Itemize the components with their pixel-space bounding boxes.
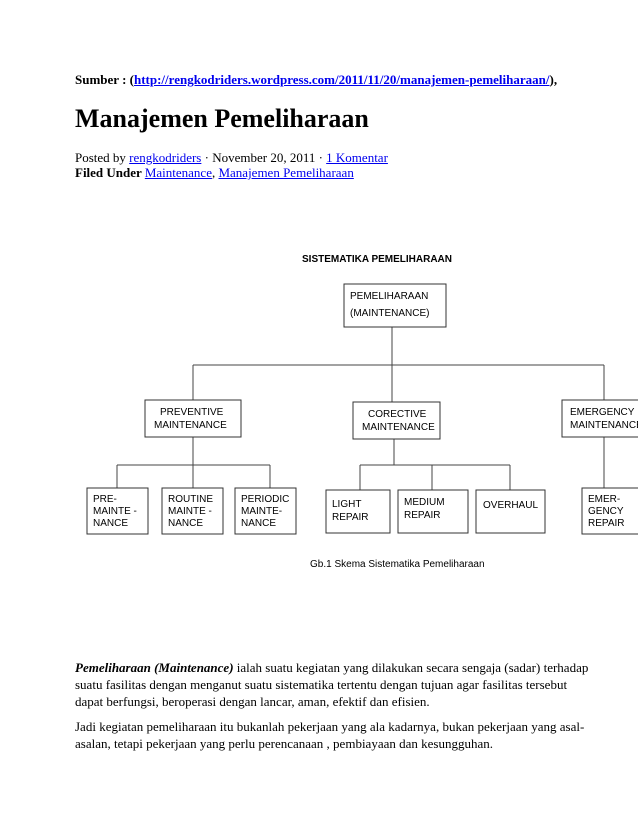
diagram-title: SISTEMATIKA PEMELIHARAAN (302, 254, 452, 265)
filed-under-label: Filed Under (75, 165, 145, 180)
category-link-manajemen[interactable]: Manajemen Pemeliharaan (218, 165, 354, 180)
node-root-line2: (MAINTENANCE) (350, 308, 429, 319)
node-pre-line1: PRE- (93, 494, 117, 505)
category-link-maintenance[interactable]: Maintenance (144, 165, 212, 180)
maintenance-diagram: SISTEMATIKA PEMELIHARAAN PEMELIHARAAN (M… (86, 254, 638, 570)
node-emergency-line2: MAINTENANCE (570, 420, 638, 431)
definition-paragraph: Pemeliharaan (Maintenance) ialah suatu k… (75, 659, 595, 710)
filed-under: Filed Under Maintenance, Manajemen Pemel… (75, 165, 354, 181)
node-pre-line3: NANCE (93, 518, 128, 529)
node-routine-line2: MAINTE - (168, 506, 212, 517)
comment-link[interactable]: 1 Komentar (326, 150, 388, 165)
node-periodic-maintenance: PERIODIC MAINTE- NANCE (234, 487, 297, 535)
node-periodic-line3: NANCE (241, 518, 276, 529)
node-preventive: PREVENTIVE MAINTENANCE (144, 399, 242, 438)
diagram-caption: Gb.1 Skema Sistematika Pemeliharaan (310, 559, 485, 570)
source-label: Sumber : ( (75, 72, 134, 87)
node-medium-repair: MEDIUM REPAIR (397, 489, 469, 534)
node-emergency-repair: EMER- GENCY REPAIR (581, 487, 638, 535)
node-emergency: EMERGENCY MAINTENANCE (561, 399, 638, 438)
node-periodic-line2: MAINTE- (241, 506, 282, 517)
source-url-link[interactable]: http://rengkodriders.wordpress.com/2011/… (133, 72, 550, 87)
node-root: PEMELIHARAAN (MAINTENANCE) (343, 283, 447, 328)
node-routine-line3: NANCE (168, 518, 203, 529)
node-medium-line2: REPAIR (404, 510, 441, 521)
node-emergency-repair-line1: EMER- (588, 494, 620, 505)
definition-term: Pemeliharaan (Maintenance) (75, 660, 234, 675)
node-emergency-line1: EMERGENCY (570, 407, 635, 418)
definition-text: ialah suatu kegiatan yang dilakukan seca… (75, 660, 589, 709)
conclusion-paragraph: Jadi kegiatan pemeliharaan itu bukanlah … (75, 719, 585, 751)
node-routine-line1: ROUTINE (168, 494, 213, 505)
node-overhaul: OVERHAUL (475, 489, 546, 534)
author-link[interactable]: rengkodriders (129, 150, 202, 165)
node-preventive-line1: PREVENTIVE (160, 407, 224, 418)
node-medium-line1: MEDIUM (404, 497, 445, 508)
node-root-line1: PEMELIHARAAN (350, 291, 428, 302)
node-pre-line2: MAINTE - (93, 506, 137, 517)
source-suffix: ), (549, 72, 558, 87)
node-emergency-repair-line2: GENCY (588, 506, 624, 517)
node-pre-maintenance: PRE- MAINTE - NANCE (86, 487, 149, 535)
source-line: Sumber : (http://rengkodriders.wordpress… (75, 72, 557, 88)
node-preventive-line2: MAINTENANCE (154, 420, 227, 431)
page-title: Manajemen Pemeliharaan (75, 104, 369, 133)
node-light-repair: LIGHT REPAIR (325, 489, 391, 534)
node-corrective-line1: CORECTIVE (368, 409, 427, 420)
node-corrective-line2: MAINTENANCE (362, 422, 435, 433)
node-corrective: CORECTIVE MAINTENANCE (352, 401, 441, 440)
node-light-line2: REPAIR (332, 512, 369, 523)
category-separator: , (211, 165, 219, 180)
post-date: · November 20, 2011 · (201, 150, 327, 165)
post-meta: Posted by rengkodriders · November 20, 2… (75, 150, 388, 166)
node-emergency-repair-line3: REPAIR (588, 518, 625, 529)
node-light-line1: LIGHT (332, 499, 361, 510)
diagram-connectors (116, 327, 605, 490)
node-overhaul-line1: OVERHAUL (483, 500, 538, 511)
posted-by-label: Posted by (75, 150, 130, 165)
node-periodic-line1: PERIODIC (241, 494, 289, 505)
node-routine-maintenance: ROUTINE MAINTE - NANCE (161, 487, 224, 535)
